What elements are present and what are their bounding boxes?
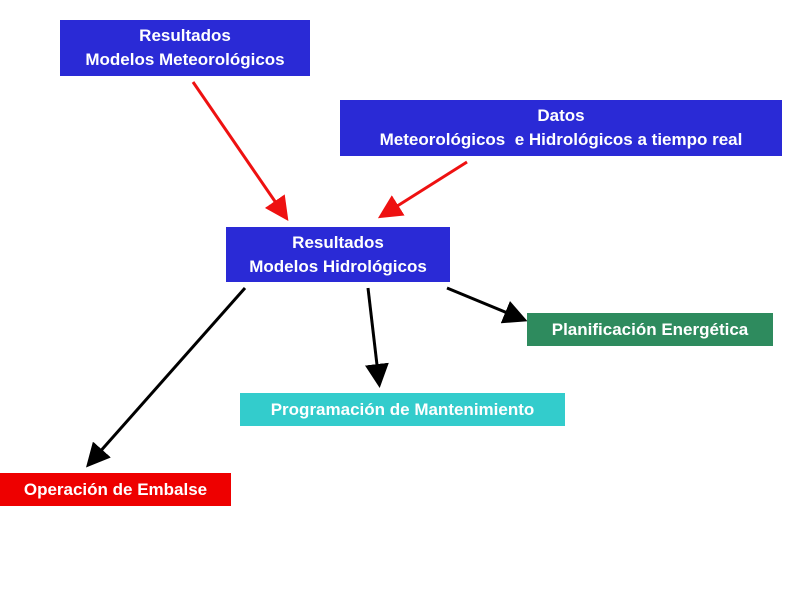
arrow-hydro-to-energy bbox=[446, 286, 528, 324]
arrow-hydro-to-reservoir bbox=[86, 287, 247, 468]
node-line1: Datos bbox=[537, 106, 585, 125]
node-hydro-models: Resultados Modelos Hidrológicos bbox=[226, 227, 450, 282]
arrow-met-to-hydro bbox=[191, 81, 289, 221]
node-label: Operación de Embalse bbox=[23, 479, 208, 499]
node-maintenance: Programación de Mantenimiento bbox=[240, 393, 565, 426]
node-line2: Modelos Meteorológicos bbox=[85, 50, 285, 69]
node-energy-planning: Planificación Energética bbox=[527, 313, 773, 346]
node-met-models: Resultados Modelos Meteorológicos bbox=[60, 20, 310, 76]
node-label: Planificación Energética bbox=[551, 319, 749, 339]
node-reservoir: Operación de Embalse bbox=[0, 473, 231, 506]
node-line1: Resultados bbox=[292, 232, 384, 252]
arrow-hydro-to-maintenance bbox=[364, 287, 389, 388]
node-realtime-data: Datos Meteorológicos e Hidrológicos a ti… bbox=[340, 100, 782, 156]
node-label: Programación de Mantenimiento bbox=[270, 399, 535, 419]
node-line1: Resultados bbox=[139, 26, 231, 45]
node-line2: Modelos Hidrológicos bbox=[249, 256, 427, 276]
node-line2: Meteorológicos e Hidrológicos a tiempo r… bbox=[379, 130, 743, 149]
arrow-data-to-hydro bbox=[377, 160, 468, 219]
